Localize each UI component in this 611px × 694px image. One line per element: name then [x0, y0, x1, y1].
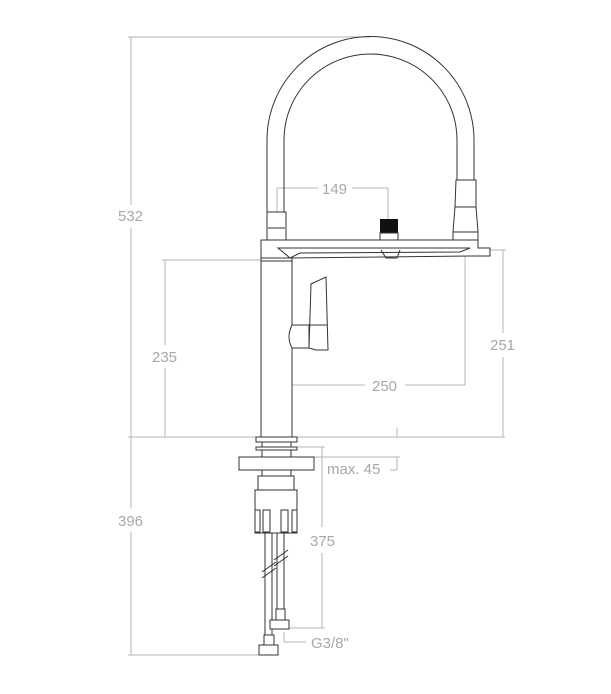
mounting-flange — [238, 456, 315, 471]
faucet-outline — [238, 36, 491, 656]
body-column — [260, 257, 293, 438]
spout-arch — [266, 36, 475, 240]
spray-head — [452, 179, 479, 241]
black-button — [380, 219, 398, 233]
label-reach: 250 — [372, 378, 397, 395]
label-body-height: 235 — [152, 349, 177, 366]
label-max-deck: max. 45 — [327, 461, 380, 478]
label-head-offset: 149 — [322, 181, 347, 198]
mounting-nut — [254, 489, 298, 534]
label-thread: G3/8" — [311, 635, 349, 652]
label-spout-clearance: 251 — [490, 337, 515, 354]
left-collar — [266, 211, 287, 241]
label-hose-length: 375 — [310, 533, 335, 550]
fitting-nut — [269, 619, 290, 630]
dimension-lines — [128, 36, 506, 656]
base-ring — [255, 436, 298, 443]
lever-handle — [308, 276, 329, 351]
fitting-nut — [258, 644, 279, 656]
supply-hoses — [264, 533, 285, 645]
label-total-height: 532 — [118, 208, 143, 225]
label-below-deck: 396 — [118, 513, 143, 530]
